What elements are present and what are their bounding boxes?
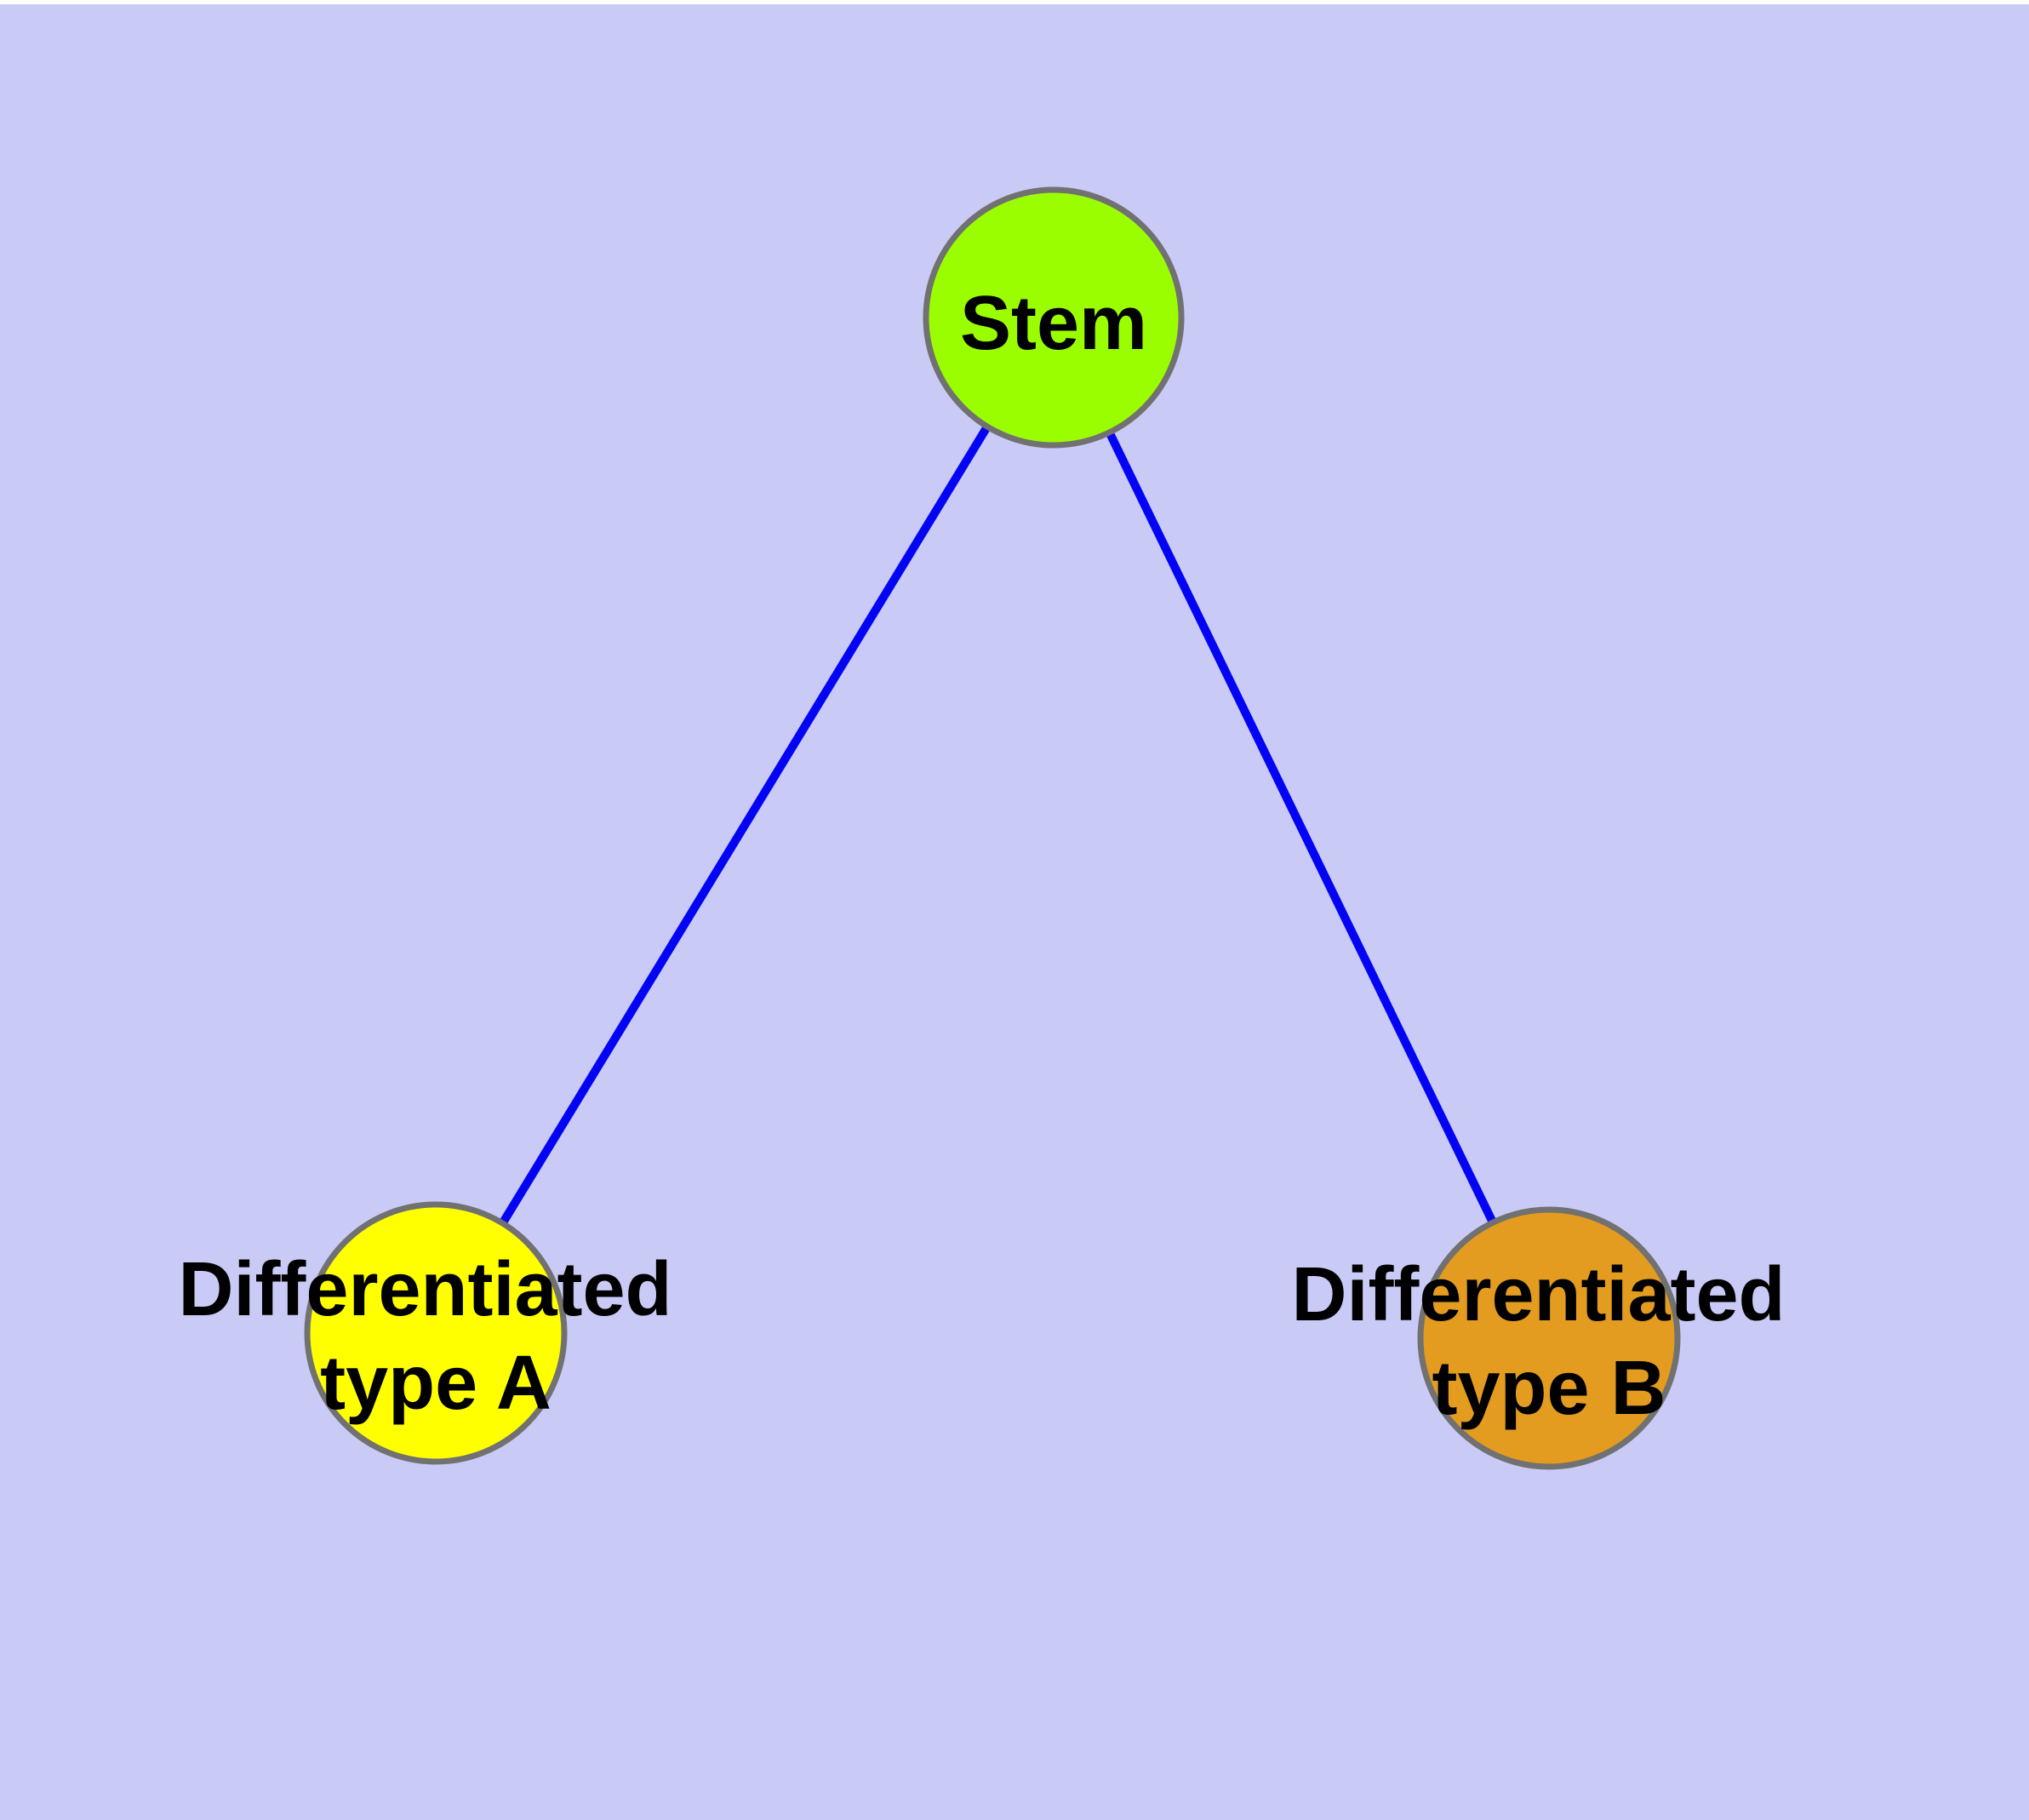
type-a-node: Differentiated type A [178, 1201, 693, 1465]
stem-node-label: Stem [960, 281, 1147, 366]
type-b-label-line-2: type B [1432, 1346, 1666, 1431]
type-b-node: Differentiated type B [1291, 1206, 1806, 1470]
top-edge-strip [0, 0, 2029, 4]
type-a-label-line-1: Differentiated [178, 1247, 672, 1332]
stem-node-circle [923, 186, 1185, 449]
edge-stem-to-type-a [432, 315, 1058, 1336]
stem-node: Stem [923, 186, 1185, 449]
type-b-node-circle [1417, 1206, 1681, 1470]
type-a-node-circle [304, 1201, 568, 1465]
type-a-label-line-2: type A [320, 1341, 552, 1426]
type-a-node-label: Differentiated type A [178, 1247, 693, 1426]
type-b-node-label: Differentiated type B [1291, 1252, 1806, 1431]
type-b-label-line-1: Differentiated [1291, 1252, 1785, 1337]
edge-stem-to-type-b [1049, 315, 1553, 1341]
